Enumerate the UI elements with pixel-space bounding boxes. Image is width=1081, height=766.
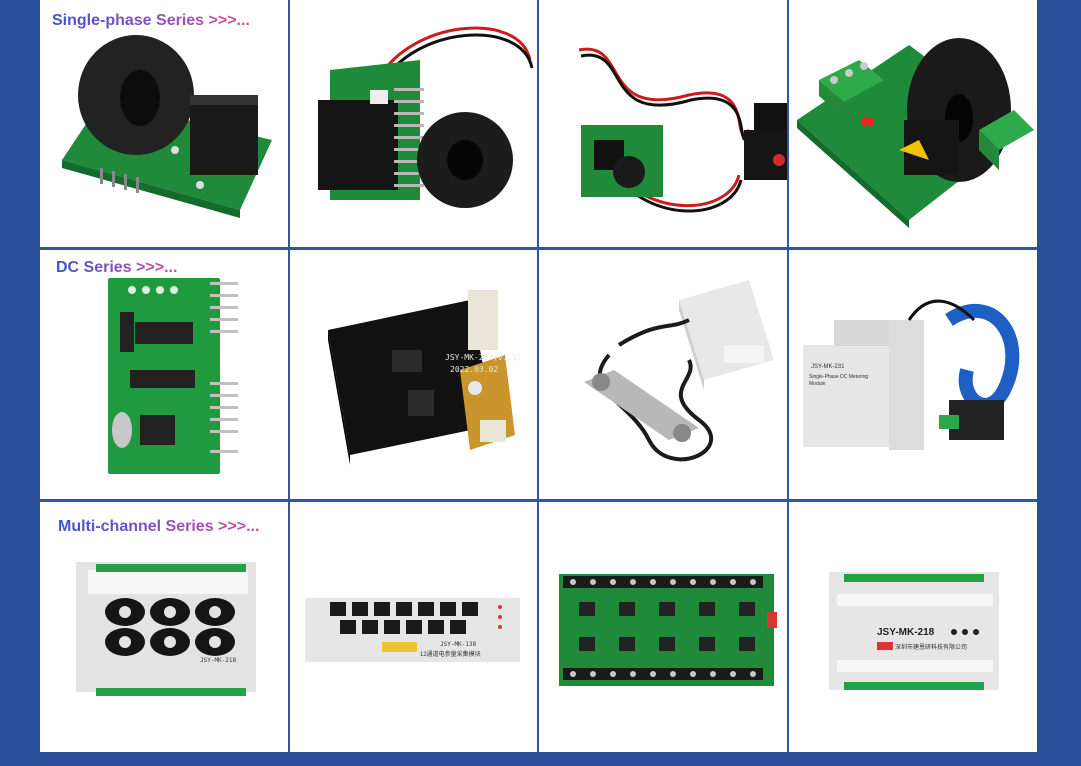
product-image xyxy=(559,574,777,686)
product-single-phase-4[interactable] xyxy=(789,0,1037,247)
grid-divider xyxy=(40,247,1037,250)
section-title-dc[interactable]: DC Series >>>... xyxy=(56,259,178,276)
module-desc-label: 12通道电参量采集模块 xyxy=(420,650,481,658)
product-single-phase-1[interactable] xyxy=(40,0,288,247)
product-multi-channel-4[interactable]: JSY-MK-218 深圳市建恩研科技有限公司 xyxy=(789,502,1037,752)
product-grid: Single-phase Series >>>... DC Series >>>… xyxy=(40,0,1037,752)
product-image xyxy=(578,47,787,213)
product-single-phase-2[interactable] xyxy=(290,0,537,247)
section-title-single-phase[interactable]: Single-phase Series >>>... xyxy=(52,12,250,29)
grid-divider xyxy=(288,0,290,752)
board-date-label: 2022.03.02 xyxy=(450,365,498,374)
product-multi-channel-3[interactable] xyxy=(539,502,787,752)
product-image xyxy=(584,280,774,462)
product-single-phase-3[interactable] xyxy=(539,0,787,247)
product-dc-3[interactable] xyxy=(539,250,787,499)
module-model-label: JSY-MK-231 xyxy=(811,364,845,370)
product-image xyxy=(108,278,238,474)
grid-divider xyxy=(40,499,1037,502)
product-image: JSY-MK-138 12通道电参量采集模块 xyxy=(305,598,520,662)
product-image: JSY-MK-231 Single-Phase DC Metering Modu… xyxy=(803,299,1020,450)
grid-divider xyxy=(537,0,539,752)
product-image xyxy=(318,26,534,208)
module-model-label: JSY-MK-218 xyxy=(877,627,935,638)
product-image: JSY-MK-227(V1.1) 2022.03.02 xyxy=(328,290,522,465)
product-multi-channel-2[interactable]: JSY-MK-138 12通道电参量采集模块 xyxy=(290,502,537,752)
module-company-label: 深圳市建恩研科技有限公司 xyxy=(895,643,967,651)
product-image xyxy=(797,38,1034,228)
product-image: JSY-MK-218 深圳市建恩研科技有限公司 xyxy=(829,572,999,690)
grid-divider xyxy=(787,0,789,752)
product-dc-4[interactable]: JSY-MK-231 Single-Phase DC Metering Modu… xyxy=(789,250,1037,499)
module-desc-label: Single-Phase DC Metering Module xyxy=(809,374,869,387)
product-dc-1[interactable] xyxy=(40,250,288,499)
module-model-label: JSY-MK-138 xyxy=(440,641,477,648)
product-image: JSY-MK-218 xyxy=(76,562,256,696)
section-title-multi-channel[interactable]: Multi-channel Series >>>... xyxy=(58,518,260,535)
product-image xyxy=(62,35,272,218)
product-dc-2[interactable]: JSY-MK-227(V1.1) 2022.03.02 xyxy=(290,250,537,499)
product-multi-channel-1[interactable]: JSY-MK-218 xyxy=(40,502,288,752)
module-model-label: JSY-MK-218 xyxy=(200,657,237,664)
board-model-label: JSY-MK-227(V1.1) xyxy=(445,353,522,362)
